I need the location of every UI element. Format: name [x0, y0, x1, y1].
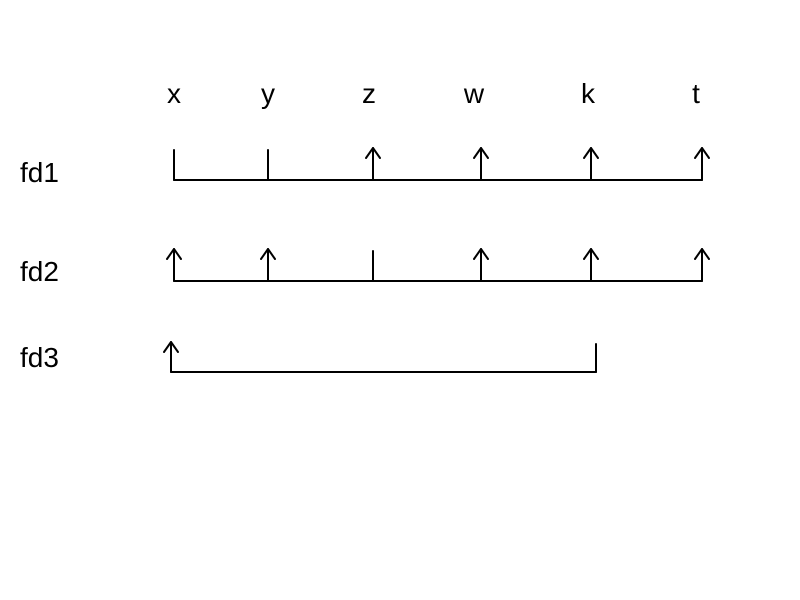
row-label-fd3: fd3 [20, 342, 59, 373]
fd3-x-arrow-head [163, 341, 179, 353]
fd1-k-arrow-head [583, 147, 599, 159]
fd1-t-arrow-head [694, 147, 710, 159]
fd2-y-arrow-head [260, 248, 276, 260]
column-label-w: w [463, 78, 485, 109]
fd2-t-arrow-head [694, 248, 710, 260]
fd2-w-arrow-head [473, 248, 489, 260]
column-label-y: y [261, 78, 275, 109]
fd2-x-arrow-head [166, 248, 182, 260]
column-label-k: k [581, 78, 595, 109]
column-label-t: t [692, 78, 700, 109]
fd1-z-arrow-head [365, 147, 381, 159]
column-label-z: z [362, 78, 376, 109]
row-label-fd1: fd1 [20, 157, 59, 188]
row-label-fd2: fd2 [20, 256, 59, 287]
column-label-x: x [167, 78, 181, 109]
fd2-k-arrow-head [583, 248, 599, 260]
fd1-w-arrow-head [473, 147, 489, 159]
